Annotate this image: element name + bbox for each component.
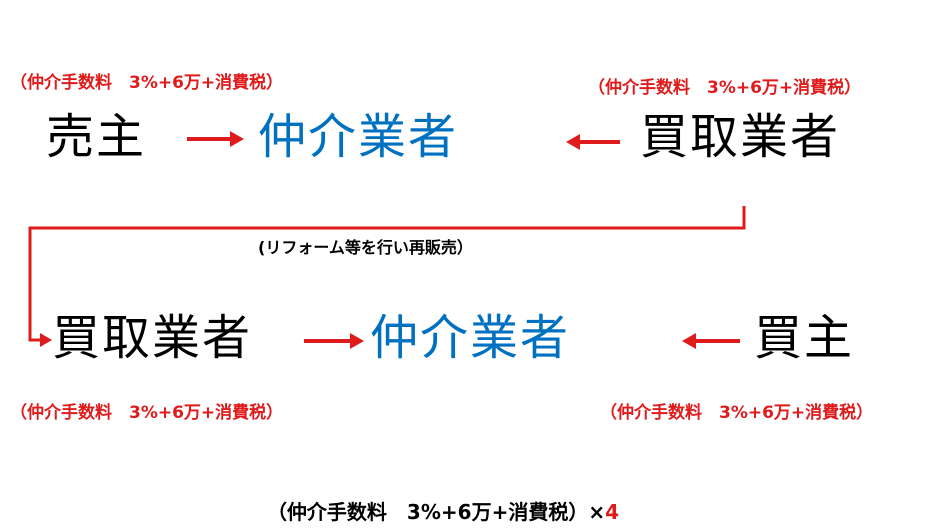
- buyer-company-label-bottom: 買取業者: [52, 310, 253, 366]
- connector-resale-arrow: [28, 206, 746, 347]
- arrow-buyer-company-to-agent-bottom: [304, 333, 364, 349]
- agent-label-top: 仲介業者: [258, 109, 459, 165]
- arrow-buyer-to-agent: [682, 333, 740, 349]
- seller-label: 売主: [46, 109, 147, 165]
- fee-label-buyer-company-bottom: （仲介手数料 3%+6万+消費税）: [10, 403, 284, 423]
- fee-label-seller: （仲介手数料 3%+6万+消費税）: [10, 73, 284, 93]
- arrow-seller-to-agent: [187, 131, 244, 147]
- arrow-buyer-company-to-agent: [566, 134, 620, 150]
- fee-label-buyer: （仲介手数料 3%+6万+消費税）: [600, 403, 874, 423]
- buyer-label: 買主: [754, 310, 855, 366]
- resale-note: (リフォーム等を行い再販売）: [258, 238, 473, 257]
- total-fee-label: （仲介手数料 3%+6万+消費税）×: [266, 500, 606, 524]
- total-fee-summary: （仲介手数料 3%+6万+消費税）×4: [253, 482, 619, 522]
- total-multiplier: 4: [605, 500, 620, 524]
- buyer-company-label-top: 買取業者: [640, 109, 841, 165]
- agent-label-bottom: 仲介業者: [370, 310, 571, 366]
- fee-label-buyer-company: （仲介手数料 3%+6万+消費税）: [588, 78, 862, 98]
